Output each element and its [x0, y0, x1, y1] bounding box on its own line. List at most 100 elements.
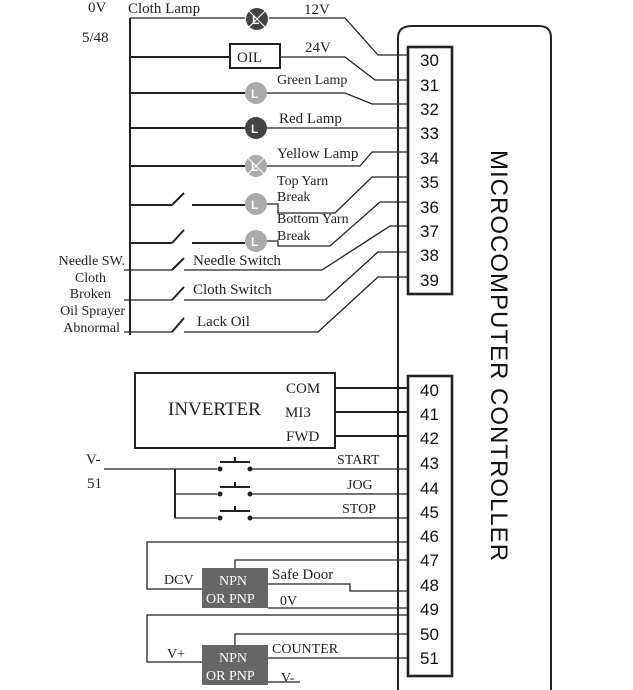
side-label: Cloth [75, 271, 106, 286]
wire-cloth-switch [184, 251, 408, 301]
label-bottom-yarn: Bottom Yarn [277, 212, 349, 227]
start-button [217, 457, 253, 472]
jog-button [217, 482, 253, 497]
svg-text:L: L [251, 87, 258, 101]
lamp-green: L [245, 82, 267, 104]
pin-46: 46 [420, 527, 439, 546]
label-needle-switch: Needle Switch [193, 253, 281, 269]
sensor2-box [202, 645, 268, 685]
pin-36: 36 [420, 198, 439, 217]
lamp-red: L [245, 117, 267, 139]
pin-32: 32 [420, 100, 439, 119]
label-counter: COUNTER [272, 642, 339, 657]
sensor1-box-line2: OR PNP [206, 592, 255, 607]
pin-43: 43 [420, 454, 439, 473]
pin-51: 51 [420, 649, 439, 668]
label-v-minus-2: V- [281, 671, 295, 686]
oil-box [229, 43, 281, 69]
wire-sensor1-signal [268, 583, 408, 592]
label-jog: JOG [347, 478, 373, 493]
sensor1-box-line1: NPN [219, 574, 247, 589]
label-12v: 12V [304, 2, 330, 18]
wire-yellow-lamp [267, 151, 408, 167]
lamp-icon [245, 230, 267, 252]
label-red-lamp: Red Lamp [279, 111, 342, 127]
pin-39: 39 [420, 271, 439, 290]
pin-42: 42 [420, 429, 439, 448]
pin-37: 37 [420, 222, 439, 241]
pin-33: 33 [420, 124, 439, 143]
pin-41: 41 [420, 405, 439, 424]
sensor1-box [202, 568, 268, 608]
switch-cloth [171, 286, 185, 301]
side-label: Oil Sprayer [60, 304, 125, 319]
lamp-icon [245, 117, 267, 139]
pin-35: 35 [420, 173, 439, 192]
pin-block-bottom [406, 374, 454, 678]
lamp-cloth: L [246, 8, 268, 30]
sensor2-box-line1: NPN [219, 651, 247, 666]
pin-48: 48 [420, 576, 439, 595]
wire-sensor2-power [146, 614, 408, 663]
pin-38: 38 [420, 246, 439, 265]
label-v-minus: V- [86, 452, 100, 468]
label-cloth-switch: Cloth Switch [193, 282, 272, 298]
label-0v: 0V [280, 594, 297, 609]
rail-code-label: 5/48 [82, 30, 109, 46]
switch-lack-oil [171, 317, 185, 333]
label-start: START [337, 453, 380, 468]
switch-topyarn [171, 192, 185, 206]
controller-title: MICROCOMPUTER CONTROLLER [485, 150, 512, 562]
wire-24v [280, 56, 408, 81]
label-top-yarn-break: Break [277, 190, 310, 205]
label-oil: OIL [237, 50, 262, 66]
wire-top-yarn [267, 176, 408, 214]
svg-text:L: L [252, 13, 259, 27]
lamp-bottom-yarn: L [245, 230, 267, 252]
wire-sensor1-power [146, 541, 408, 590]
label-v-plus: V+ [167, 647, 185, 662]
inverter-title: INVERTER [168, 399, 261, 420]
lamp-icon [245, 193, 267, 215]
wire-lack-oil [184, 276, 408, 333]
wire-counter [234, 633, 409, 645]
svg-text:L: L [251, 122, 258, 136]
sensor2-box-line2: OR PNP [206, 669, 255, 684]
label-dcv: DCV [164, 573, 194, 588]
stop-button [217, 506, 253, 521]
label-top-yarn: Top Yarn [277, 174, 328, 189]
wire-bottom-yarn [267, 201, 408, 247]
lamp-top-yarn: L [245, 193, 267, 215]
pin-50: 50 [420, 625, 439, 644]
side-label: Broken [70, 287, 111, 302]
label-v-minus-code: 51 [87, 476, 102, 492]
rail-0v-label: 0V [88, 0, 107, 16]
side-labels: Needle SW. Cloth Broken Oil Sprayer Abno… [59, 254, 126, 336]
controller-housing [397, 25, 552, 690]
side-label: Abnormal [63, 321, 120, 336]
pins-top: 30 31 32 33 34 35 36 37 38 39 [420, 51, 439, 290]
label-yellow-lamp: Yellow Lamp [277, 146, 358, 162]
label-stop: STOP [342, 502, 376, 517]
pin-45: 45 [420, 503, 439, 522]
wire-sensor2-signal [268, 657, 409, 664]
inverter-box [134, 372, 336, 449]
pin-34: 34 [420, 149, 439, 168]
wire-12v [269, 17, 408, 56]
label-24v: 24V [305, 40, 331, 56]
label-cloth-lamp: Cloth Lamp [128, 1, 200, 17]
svg-text:L: L [251, 235, 258, 249]
inverter-mi3: MI3 [285, 405, 311, 421]
label-safe-door: Safe Door [272, 567, 333, 583]
lamp-icon [245, 82, 267, 104]
lamp-yellow: L [245, 155, 267, 177]
svg-text:L: L [251, 198, 258, 212]
pins-bottom: 40 41 42 43 44 45 46 47 48 49 50 51 [420, 381, 439, 668]
inverter-com: COM [286, 381, 320, 397]
pin-30: 30 [420, 51, 439, 70]
inverter-fwd: FWD [286, 429, 320, 445]
label-lack-oil: Lack Oil [197, 314, 250, 330]
pin-40: 40 [420, 381, 439, 400]
pin-block-top [406, 45, 454, 296]
